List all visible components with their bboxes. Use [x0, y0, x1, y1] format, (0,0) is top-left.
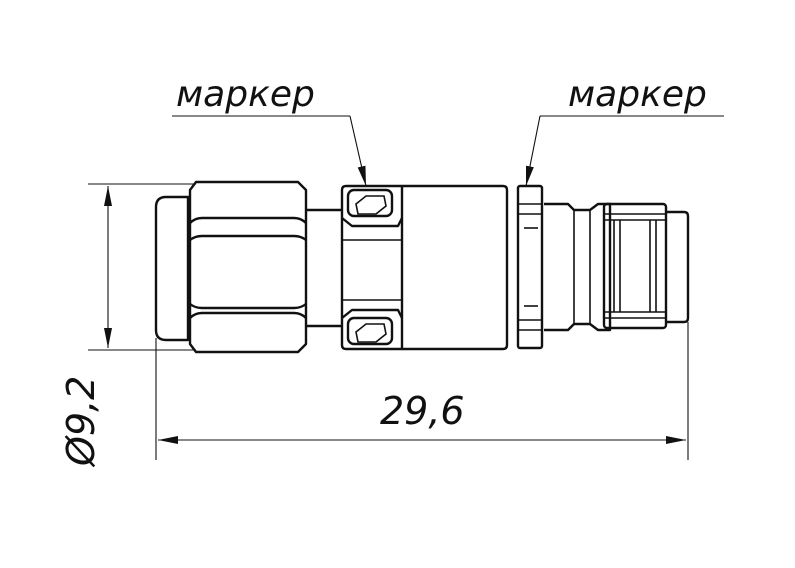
plug-nose	[154, 195, 190, 342]
jack-knurl	[602, 202, 690, 330]
length-label: 29,6	[380, 389, 465, 433]
marker-window-bottom	[346, 316, 394, 346]
marker-label-right: маркер	[568, 74, 707, 115]
diameter-label: Ø9,2	[59, 376, 103, 468]
main-body	[340, 184, 509, 351]
hex-nut	[188, 180, 308, 354]
neck	[306, 208, 342, 328]
jack-shank	[544, 202, 612, 332]
length-dimension	[155, 322, 689, 460]
marker-leader-right	[525, 115, 724, 187]
marker-ring	[516, 184, 544, 350]
diameter-dimension	[88, 183, 196, 351]
marker-label-left: маркер	[176, 74, 315, 115]
marker-leader-left	[172, 115, 367, 187]
marker-window-top	[346, 188, 394, 218]
